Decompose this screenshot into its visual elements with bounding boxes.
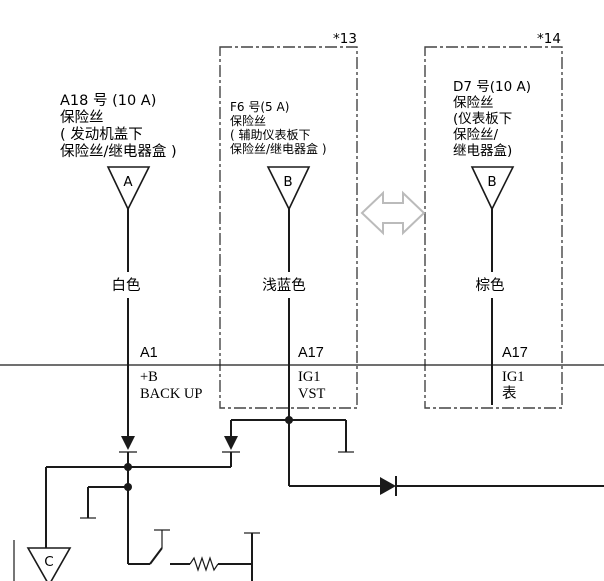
fuse-label-line: 保险丝 bbox=[230, 113, 266, 128]
input-arrow-icon bbox=[224, 436, 238, 450]
variant-box-14: *14 bbox=[424, 31, 563, 409]
variant-box-13: *13 bbox=[219, 31, 358, 409]
terminal-label: VST bbox=[298, 386, 326, 402]
terminal-label: BACK UP bbox=[140, 386, 202, 402]
fuse-label-line: ( 辅助仪表板下 bbox=[230, 128, 311, 142]
terminal-label: IG1 bbox=[298, 369, 321, 385]
variant-tag: *13 bbox=[333, 31, 357, 47]
pin-label: A1 bbox=[140, 345, 158, 361]
connector-letter: B bbox=[487, 174, 496, 190]
fuse-label-line: 保险丝 bbox=[60, 109, 104, 126]
fuse-d7: D7 号(10 A) 保险丝 (仪表板下 保险丝/ 继电器盒) B 棕色 A17… bbox=[453, 79, 531, 405]
variant-tag: *14 bbox=[537, 31, 561, 47]
terminal-label: +B bbox=[140, 369, 158, 385]
internal-circuit bbox=[13, 416, 604, 581]
connector-letter: A bbox=[123, 174, 133, 190]
fuse-f6: F6 号(5 A) 保险丝 ( 辅助仪表板下 保险丝/继电器盒 ) B 浅蓝色 … bbox=[230, 100, 327, 486]
pin-label: A17 bbox=[502, 345, 528, 361]
fuse-label-line: 保险丝/继电器盒 ) bbox=[60, 143, 177, 160]
connector-triangle-icon bbox=[470, 166, 515, 211]
connector-triangle-icon bbox=[106, 166, 151, 211]
alternative-arrow-icon bbox=[360, 190, 426, 236]
fuse-label-line: 保险丝/ bbox=[453, 127, 498, 143]
fuse-label-line: 继电器盒) bbox=[453, 142, 512, 159]
fuse-label-line: (仪表板下 bbox=[453, 111, 512, 127]
connector-c: C bbox=[26, 547, 72, 581]
diode-icon bbox=[380, 477, 396, 495]
input-arrow-icon bbox=[121, 436, 135, 450]
fuse-a18: A18 号 (10 A) 保险丝 ( 发动机盖下 保险丝/继电器盒 ) A 白色… bbox=[60, 93, 202, 436]
terminal-label: IG1 bbox=[502, 369, 525, 385]
fuse-label-line: 保险丝/继电器盒 ) bbox=[230, 141, 327, 156]
connector-letter: B bbox=[283, 174, 292, 190]
wire-color-label: 浅蓝色 bbox=[262, 277, 306, 294]
fuse-label-line: F6 号(5 A) bbox=[230, 100, 289, 114]
connector-triangle-icon bbox=[266, 166, 311, 211]
fuse-label-line: A18 号 (10 A) bbox=[60, 93, 156, 109]
wire-color-label: 棕色 bbox=[476, 277, 505, 294]
wire-color-label: 白色 bbox=[112, 277, 141, 294]
fuse-label-line: 保险丝 bbox=[453, 95, 494, 111]
connector-letter: C bbox=[44, 554, 53, 570]
fuse-label-line: ( 发动机盖下 bbox=[60, 126, 143, 143]
connector-triangle-icon bbox=[26, 547, 72, 581]
terminal-label: 表 bbox=[502, 385, 517, 402]
pin-label: A17 bbox=[298, 345, 324, 361]
fuse-label-line: D7 号(10 A) bbox=[453, 79, 531, 95]
